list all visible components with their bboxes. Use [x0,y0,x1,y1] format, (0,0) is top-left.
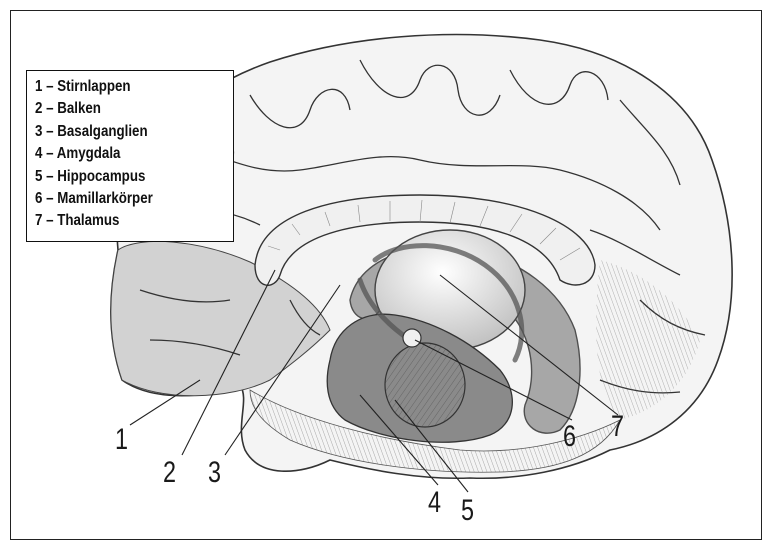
mamillary-body [403,329,421,347]
legend-item-mamillarkoerper: 6 – Mamillarkörper [35,188,198,210]
hippocampus [385,343,465,427]
legend-item-stirnlappen: 1 – Stirnlappen [35,76,198,98]
label-1: 1 [115,425,128,455]
label-7: 7 [611,412,624,442]
label-4: 4 [428,488,441,518]
label-2: 2 [163,458,176,488]
label-6: 6 [563,422,576,452]
legend-item-balken: 2 – Balken [35,98,198,120]
legend-item-thalamus: 7 – Thalamus [35,210,198,232]
legend-box: 1 – Stirnlappen 2 – Balken 3 – Basalgang… [26,70,234,242]
legend-item-basalganglien: 3 – Basalganglien [35,121,198,143]
legend-item-hippocampus: 5 – Hippocampus [35,166,198,188]
label-5: 5 [461,496,474,526]
legend-item-amygdala: 4 – Amygdala [35,143,198,165]
label-3: 3 [208,458,221,488]
